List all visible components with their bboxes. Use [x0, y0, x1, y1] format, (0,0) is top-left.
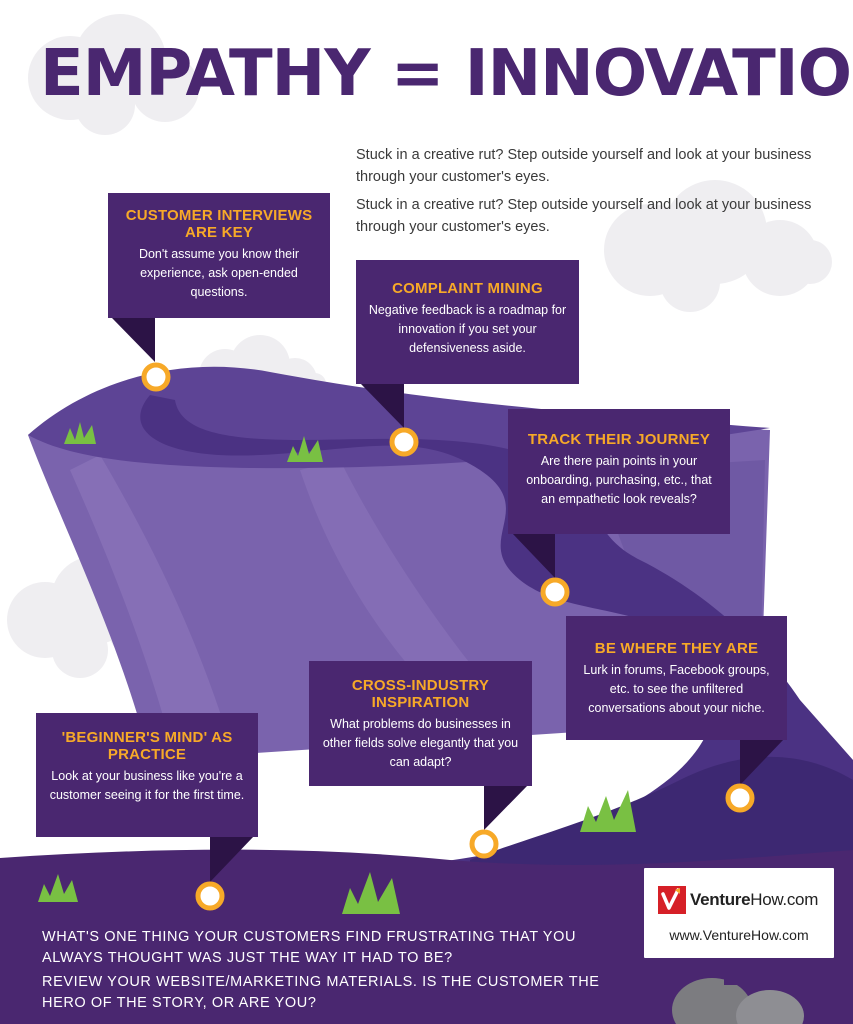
- grass-tufts: [38, 422, 636, 914]
- marker-complaint: [389, 427, 419, 457]
- venturehow-logo-icon: [658, 886, 686, 914]
- cloud-right: [604, 180, 832, 312]
- intro-text-repeat: Stuck in a creative rut? Step outside yo…: [356, 197, 812, 235]
- card-body: Negative feedback is a roadmap for innov…: [368, 303, 567, 355]
- intro-text: Stuck in a creative rut? Step outside yo…: [356, 147, 812, 185]
- card-title: TRACK THEIR JOURNEY: [527, 431, 711, 448]
- card-title: CROSS-INDUSTRY INSPIRATION: [351, 677, 490, 711]
- question-hero: REVIEW YOUR WEBSITE/MARKETING MATERIALS.…: [42, 974, 600, 1011]
- card-title: CUSTOMER INTERVIEWS ARE KEY: [125, 207, 313, 241]
- card-complaint-mining: COMPLAINT MINING Negative feedback is a …: [356, 260, 579, 384]
- card-title: 'BEGINNER'S MIND' AS PRACTICE: [61, 729, 233, 763]
- marker-beginner: [195, 881, 225, 911]
- logo-name-bold: Venture: [690, 890, 751, 909]
- marker-interviews: [141, 362, 171, 392]
- card-body: Look at your business like you're a cust…: [49, 769, 245, 802]
- card-be-where-they-are: BE WHERE THEY ARE Lurk in forums, Facebo…: [566, 616, 787, 740]
- question-frustration: WHAT'S ONE THING YOUR CUSTOMERS FIND FRU…: [42, 929, 577, 966]
- card-body: Don't assume you know their experience, …: [138, 247, 300, 299]
- page-title: EMPATHY = INNOVATION: [40, 37, 853, 111]
- location-markers: [141, 362, 755, 911]
- logo-name-rest: How.com: [750, 890, 819, 909]
- card-body: Lurk in forums, Facebook groups, etc. to…: [583, 663, 770, 715]
- brand-logo-box[interactable]: VentureHow.com www.VentureHow.com: [642, 866, 836, 960]
- card-customer-interviews: CUSTOMER INTERVIEWS ARE KEY Don't assume…: [108, 193, 330, 318]
- card-track-journey: TRACK THEIR JOURNEY Are there pain point…: [508, 409, 730, 534]
- rock-illustration: [672, 955, 804, 1024]
- marker-journey: [540, 577, 570, 607]
- card-cross-industry: CROSS-INDUSTRY INSPIRATION What problems…: [309, 661, 532, 786]
- card-title: COMPLAINT MINING: [392, 280, 543, 297]
- logo-url[interactable]: www.VentureHow.com: [669, 927, 809, 943]
- card-pointers: [112, 318, 784, 882]
- card-beginners-mind: 'BEGINNER'S MIND' AS PRACTICE Look at yo…: [36, 713, 258, 837]
- logo-wordmark: VentureHow.com: [690, 890, 818, 910]
- marker-cross: [469, 829, 499, 859]
- marker-where: [725, 783, 755, 813]
- card-body: Are there pain points in your onboarding…: [526, 454, 712, 506]
- card-body: What problems do businesses in other fie…: [322, 717, 519, 769]
- cloud-top-left: [28, 14, 199, 135]
- card-title: BE WHERE THEY ARE: [594, 640, 759, 657]
